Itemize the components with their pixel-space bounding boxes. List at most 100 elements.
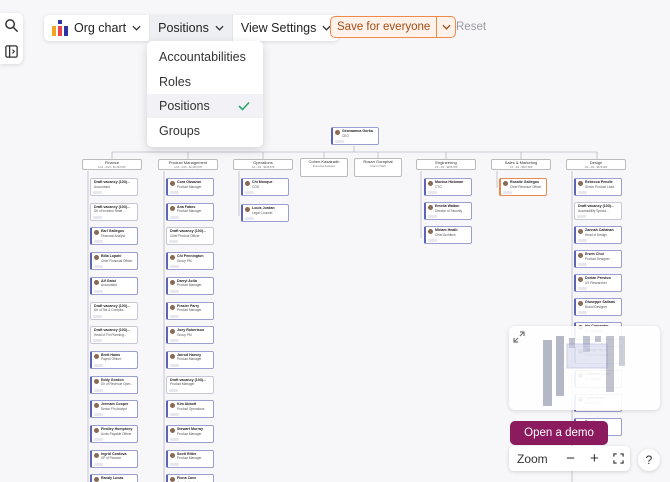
position-card[interactable]: Draft vacancy (103)...Product Manager: [166, 375, 214, 394]
position-title: Chief Architect: [435, 232, 456, 237]
position-card[interactable]: Fiona CaveGrowth Analyst: [166, 474, 214, 482]
fit-screen-button[interactable]: [606, 446, 630, 471]
department-name: Operations: [253, 160, 273, 165]
menu-item-roles[interactable]: Roles: [147, 70, 263, 94]
menu-item-label: Groups: [159, 124, 200, 138]
position-title: Financial Analyst: [101, 233, 125, 238]
top-toolbar: Org chart Positions View Settings: [44, 15, 340, 41]
department-name: Cohen Kasairadh: [308, 159, 340, 164]
zoom-controls: Zoom − +: [509, 446, 630, 471]
avatar: [245, 207, 250, 212]
position-card[interactable]: Draft vacancy (103)...Head of Fin Planni…: [90, 326, 138, 345]
menu-item-accountabilities[interactable]: Accountabilities: [147, 45, 263, 69]
position-card[interactable]: Draft vacancy (103)...Accessibility Spec…: [574, 202, 622, 220]
position-title: Product Manager: [177, 283, 202, 288]
minimap[interactable]: [509, 326, 660, 410]
department-counts: 1/12 - 2/13 - $1,234,567: [98, 165, 126, 169]
position-card[interactable]: Draft vacancy (103)...Dir of Tax & Compl…: [90, 301, 138, 320]
avatar: [94, 403, 99, 409]
zoom-out-button[interactable]: −: [559, 446, 583, 471]
position-title: Product Manager: [170, 382, 195, 387]
open-demo-button[interactable]: Open a demo: [510, 421, 608, 445]
menu-item-positions[interactable]: Positions: [147, 94, 263, 118]
position-tag: [578, 263, 587, 266]
org-chart-switcher[interactable]: Org chart: [44, 15, 151, 41]
avatar: [170, 477, 175, 482]
position-tag: [170, 438, 179, 441]
expand-minimap-icon[interactable]: [513, 331, 525, 343]
search-icon[interactable]: [4, 18, 19, 33]
position-tag: [94, 265, 103, 269]
department-name: Product Management: [168, 160, 208, 165]
view-settings-dropdown[interactable]: View Settings: [233, 15, 340, 41]
reset-button[interactable]: Reset: [456, 21, 487, 33]
menu-item-groups[interactable]: Groups: [147, 119, 263, 143]
save-for-everyone-button[interactable]: Save for everyone: [331, 17, 438, 37]
position-name: Eddy Gordon: [101, 377, 124, 382]
position-title: Senior Product Lead: [585, 184, 615, 189]
help-button[interactable]: ?: [638, 449, 660, 471]
position-card[interactable]: Draft vacancy (103)...Dir of Investor Re…: [90, 202, 138, 221]
position-card[interactable]: Randy Lucas: [90, 474, 138, 482]
position-tag: [170, 339, 179, 343]
avatar: [170, 304, 175, 310]
position-tag: [170, 314, 179, 318]
position-name: Jermain Cooper: [101, 402, 129, 407]
zoom-in-button[interactable]: +: [582, 446, 606, 471]
sidebar-panel-icon[interactable]: [4, 44, 19, 59]
save-options-dropdown[interactable]: [437, 17, 455, 37]
chevron-down-icon: [132, 25, 141, 31]
avatar: [94, 428, 99, 433]
positions-dropdown[interactable]: Positions: [150, 15, 233, 41]
position-card[interactable]: Draft vacancy (103)...Chief Product Offi…: [166, 227, 214, 246]
position-title: VP of Finance: [101, 456, 121, 461]
avatar: [578, 253, 583, 258]
position-tag: [577, 215, 586, 218]
position-name: Draft vacancy (103)...: [94, 303, 130, 308]
position-title: COO: [252, 184, 260, 189]
avatar: [94, 255, 99, 261]
avatar: [428, 229, 433, 234]
position-name: Giuseppe Salinas: [585, 300, 615, 304]
position-card[interactable]: Draft vacancy (103)...Accountant: [90, 178, 138, 196]
